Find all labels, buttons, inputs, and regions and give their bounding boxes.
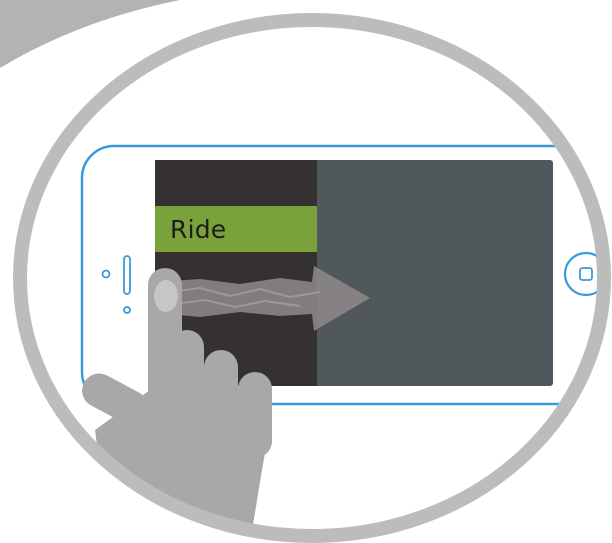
menu-item-label: Ride	[170, 214, 226, 246]
